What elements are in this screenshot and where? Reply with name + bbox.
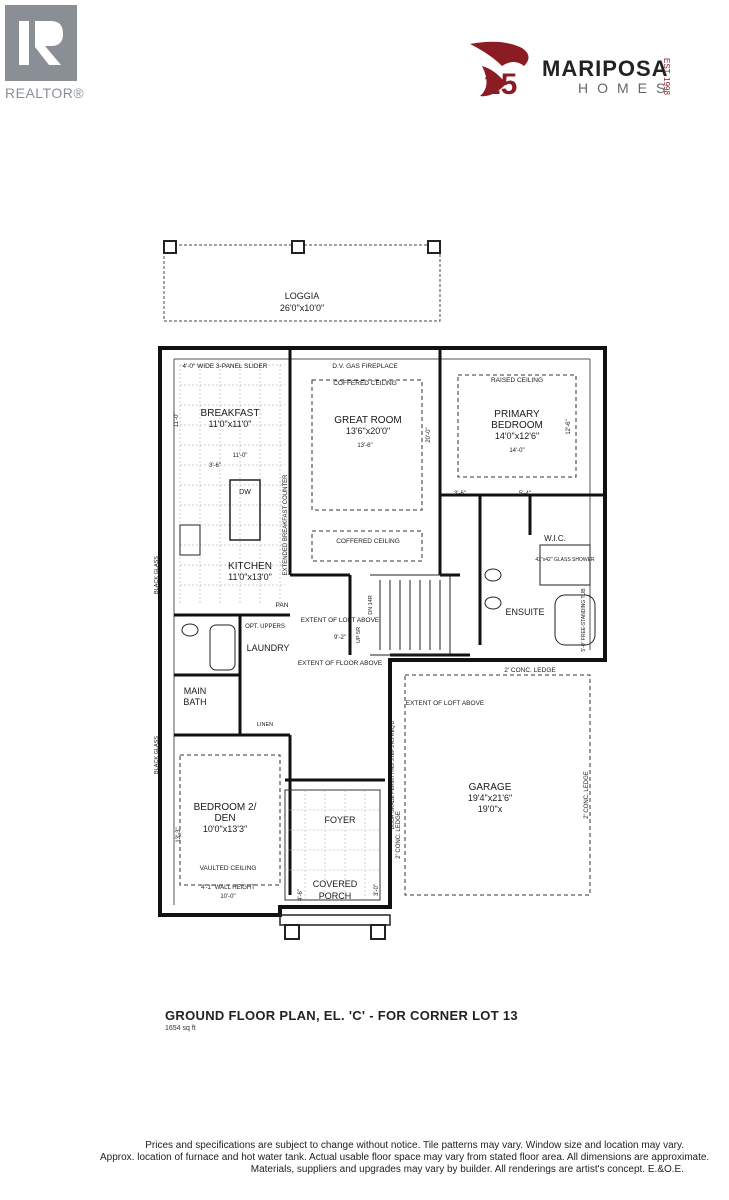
garage-name: GARAGE — [469, 782, 512, 793]
dim-1: 11'-0" — [174, 413, 180, 428]
dim-9: 5'-4" — [519, 491, 531, 497]
brand-logo: 25 MARIPOSA HOMES EST. 1998 — [462, 36, 682, 106]
ensuite-label: ENSUITE — [505, 607, 544, 617]
covered-porch-name: COVERED — [313, 879, 358, 889]
pan-label: PAN — [276, 602, 289, 609]
conc-ledge-top-label: 2' CONC. LEDGE — [504, 667, 556, 674]
linen-label: LINEN — [257, 722, 273, 728]
stairs-down-label: DN 14R — [368, 595, 374, 615]
bedroom2-name2: DEN — [214, 813, 235, 824]
black-glass-1-label: BLACK GLASS — [154, 556, 160, 594]
dim-8: 3'-6" — [454, 491, 466, 497]
loft-above-1-label: EXTENT OF LOFT ABOVE — [301, 617, 380, 624]
fireplace-label: D.V. GAS FIREPLACE — [332, 363, 398, 370]
conc-ledge-left-label: 2' CONC. LEDGE — [396, 811, 402, 859]
breakfast-name: BREAKFAST — [201, 408, 260, 419]
dim-3: 3'-6" — [209, 463, 221, 469]
disclaimer: Prices and specifications are subject to… — [100, 1140, 710, 1176]
loft-above-2-label: EXTENT OF LOFT ABOVE — [406, 700, 485, 707]
primary-dim: 14'0"x12'6" — [495, 431, 539, 441]
primary-name2: BEDROOM — [491, 420, 543, 431]
kitchen-name: KITCHEN — [228, 561, 272, 572]
loggia-name: LOGGIA — [285, 291, 320, 301]
dw-label: DW — [239, 489, 251, 496]
bedroom2-name: BEDROOM 2/ — [194, 802, 257, 813]
dim-6: 14'-0" — [509, 448, 524, 454]
garage-dim2: 19'0"x — [478, 804, 503, 814]
brand-sub: HOMES — [578, 80, 675, 96]
coffered-top-label: COFFERED CEILING — [333, 380, 397, 387]
kitchen-dim: 11'0"x13'0" — [228, 572, 272, 582]
garage-dim: 19'4"x21'6" — [468, 793, 512, 803]
steps-label: DOOR GRADE PERMITTING STEPS AS REQ'D — [390, 720, 396, 829]
dim-4: 13'-6" — [357, 443, 372, 449]
tub-label: 5'-0" FREE-STANDING TUB — [581, 588, 587, 652]
dim-13: 4'-6" — [298, 889, 304, 901]
plan-area: 1654 sq ft — [165, 1025, 196, 1032]
wall-height-label: 4'-1" WALL HEIGHT — [201, 885, 255, 891]
plan-title: GROUND FLOOR PLAN, EL. 'C' - FOR CORNER … — [165, 1008, 518, 1023]
coffered-bottom-label: COFFERED CEILING — [336, 538, 400, 545]
main-bath-name: MAIN — [184, 686, 207, 696]
black-glass-2-label: BLACK GLASS — [154, 736, 160, 774]
realtor-logo: REALTOR® — [5, 5, 85, 101]
disclaimer-line-1: Prices and specifications are subject to… — [145, 1140, 684, 1151]
dim-10: 9'-2" — [334, 635, 346, 641]
dim-2: 11'-0" — [233, 453, 248, 459]
raised-ceiling-label: RAISED CEILING — [491, 377, 543, 384]
realtor-icon — [5, 5, 77, 81]
laundry-name: LAUNDRY — [247, 643, 290, 653]
bedroom2-dim: 10'0"x13'3" — [203, 824, 247, 834]
wic-label: W.I.C. — [544, 534, 566, 543]
stairs-up-label: UP 5R — [356, 627, 362, 643]
great-room-dim: 13'6"x20'0" — [346, 426, 390, 436]
vaulted-label: VAULTED CEILING — [200, 865, 257, 872]
floor-plan: LOGGIA 26'0"x10'0" 4'-0" WIDE 3-PANEL SL… — [154, 240, 607, 940]
shower-label: 42"x42" GLASS SHOWER — [535, 557, 595, 563]
brand-emblem: 25 — [484, 68, 517, 101]
dim-14: 3'-0" — [374, 884, 380, 896]
counter-label: EXTENDED BREAKFAST COUNTER — [283, 474, 289, 576]
dim-5: 20'-0" — [426, 427, 432, 442]
dim-12: 10'-0" — [220, 894, 235, 900]
foyer-label: FOYER — [324, 815, 356, 825]
covered-porch-name2: PORCH — [319, 891, 352, 901]
realtor-logo-text: REALTOR® — [5, 85, 85, 101]
breakfast-dim: 11'0"x11'0" — [208, 419, 251, 429]
brand-name: MARIPOSA — [542, 56, 669, 81]
disclaimer-line-2: Approx. location of furnace and hot wate… — [100, 1152, 710, 1163]
dim-7: 12'-6" — [566, 419, 572, 434]
conc-ledge-right-label: 2' CONC. LEDGE — [584, 771, 590, 819]
slider-label: 4'-0" WIDE 3-PANEL SLIDER — [182, 363, 267, 370]
floor-above-label: EXTENT OF FLOOR ABOVE — [298, 660, 383, 667]
laundry-note: OPT. UPPERS — [245, 624, 285, 630]
brand-established: EST. 1998 — [662, 58, 671, 95]
disclaimer-line-3: Materials, suppliers and upgrades may va… — [250, 1164, 684, 1175]
loggia-dim: 26'0"x10'0" — [280, 303, 324, 313]
main-bath-name2: BATH — [183, 697, 206, 707]
great-room-name: GREAT ROOM — [334, 415, 401, 426]
dim-11: 13'-3" — [176, 827, 182, 842]
butterfly-icon: 25 — [470, 41, 529, 101]
primary-name: PRIMARY — [494, 409, 540, 420]
